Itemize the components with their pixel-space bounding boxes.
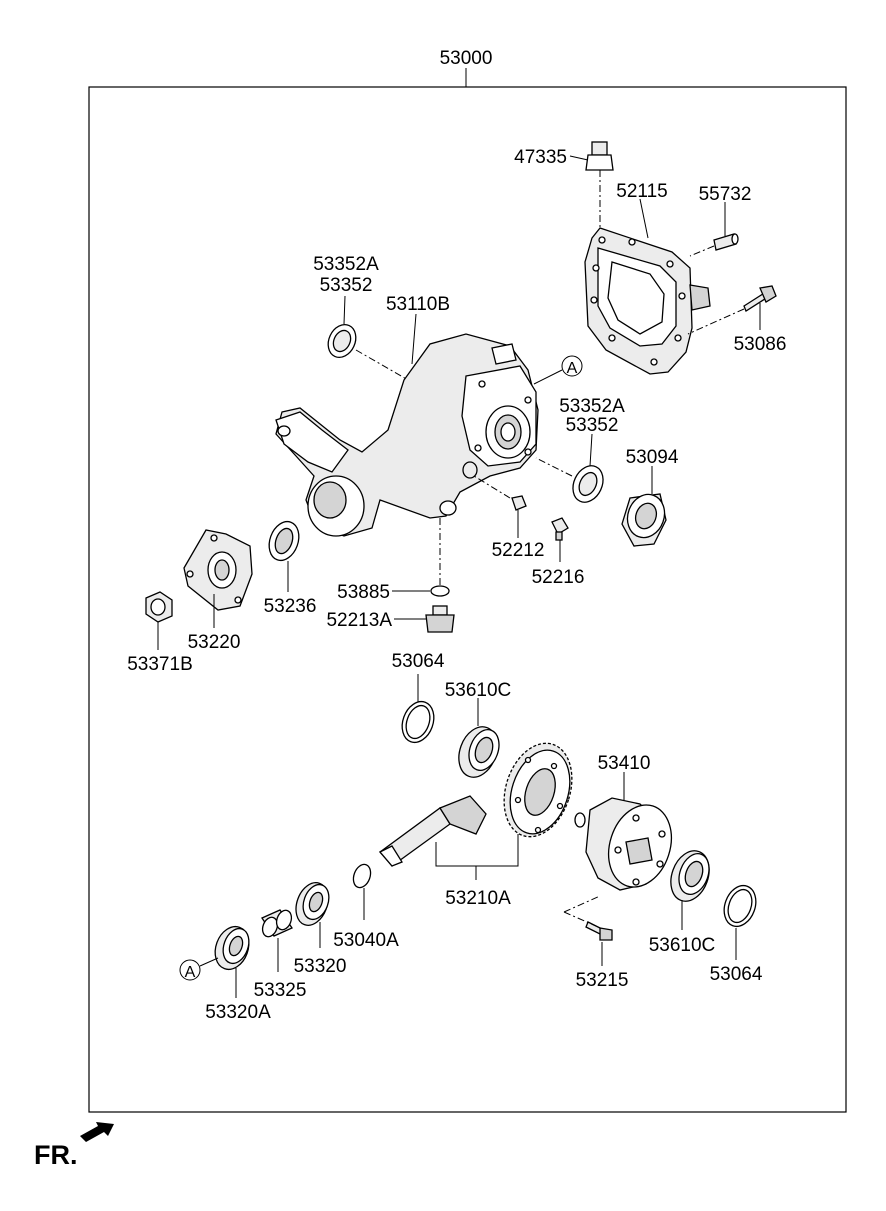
label-52212[interactable]: 52212 [492, 540, 545, 561]
label-53094[interactable]: 53094 [626, 447, 679, 468]
label-55732[interactable]: 55732 [699, 184, 752, 205]
carrier-housing-53110B[interactable] [275, 333, 539, 537]
bearing-53610C-top[interactable] [452, 721, 504, 782]
label-47335[interactable]: 47335 [514, 147, 567, 168]
label-53064-bottom[interactable]: 53064 [710, 964, 763, 985]
label-53040A[interactable]: 53040A [333, 930, 399, 951]
companion-flange-53220[interactable] [183, 529, 253, 611]
drain-plug-52213A[interactable] [425, 605, 455, 633]
label-53220[interactable]: 53220 [188, 632, 241, 653]
bearing-53610C-bottom[interactable] [664, 845, 716, 906]
label-52216[interactable]: 52216 [532, 567, 585, 588]
bolt-53215[interactable] [585, 921, 613, 941]
label-52115[interactable]: 52115 [616, 181, 667, 202]
oil-seal-53352-right[interactable] [567, 461, 608, 507]
label-53110B[interactable]: 53110B [386, 294, 450, 315]
bearing-53320A[interactable] [209, 922, 254, 974]
rear-cover-52115[interactable] [584, 227, 711, 375]
ref-marker-a-top: A [561, 355, 583, 377]
label-53610C-top[interactable]: 53610C [445, 680, 512, 701]
assembly-number-label[interactable]: 53000 [440, 48, 493, 69]
label-53352A-right[interactable]: 53352A [559, 396, 625, 417]
shim-53064-bottom[interactable] [719, 881, 762, 931]
shim-53064-top[interactable] [397, 697, 440, 747]
ref-marker-a-bottom-text: A [185, 964, 196, 981]
nut-52212[interactable] [511, 495, 527, 511]
lock-nut-53371B[interactable] [145, 591, 173, 623]
oil-seal-53352-top[interactable] [323, 320, 361, 362]
label-53352-right[interactable]: 53352 [566, 415, 619, 436]
label-53320[interactable]: 53320 [294, 956, 347, 977]
spacer-53325[interactable] [260, 908, 294, 939]
snap-ring-53040A[interactable] [350, 862, 373, 890]
label-53236[interactable]: 53236 [264, 596, 317, 617]
oil-seal-53236[interactable] [264, 517, 304, 564]
bolt-53086[interactable] [743, 285, 777, 312]
label-53371B[interactable]: 53371B [127, 654, 193, 675]
ring-gear-pinion-53210A[interactable] [378, 734, 583, 867]
gasket-53885[interactable] [430, 585, 450, 597]
front-direction-label: FR. [34, 1140, 78, 1170]
label-53885[interactable]: 53885 [337, 582, 390, 603]
label-53352A-top[interactable]: 53352A [313, 254, 379, 275]
side-flange-53094[interactable] [621, 489, 671, 547]
plug-47335[interactable] [585, 141, 614, 171]
label-53215[interactable]: 53215 [576, 970, 629, 991]
label-53064-top[interactable]: 53064 [392, 651, 445, 672]
assembly-frame [88, 86, 847, 1113]
breather-52216[interactable] [551, 517, 569, 541]
label-53352-top[interactable]: 53352 [320, 275, 373, 296]
bearing-53320[interactable] [290, 878, 333, 930]
label-53610C-bottom[interactable]: 53610C [649, 935, 716, 956]
label-53325[interactable]: 53325 [254, 980, 307, 1001]
label-53320A[interactable]: 53320A [205, 1002, 271, 1023]
ref-marker-a-top-text: A [567, 360, 578, 377]
dowel-pin-55732[interactable] [713, 233, 739, 251]
differential-case-53410[interactable] [574, 797, 682, 895]
label-53210A[interactable]: 53210A [445, 888, 511, 909]
label-53410[interactable]: 53410 [598, 753, 651, 774]
front-arrow-icon [80, 1122, 114, 1142]
label-52213A[interactable]: 52213A [326, 610, 392, 631]
label-53086[interactable]: 53086 [734, 334, 787, 355]
ref-marker-a-bottom: A [179, 959, 201, 981]
